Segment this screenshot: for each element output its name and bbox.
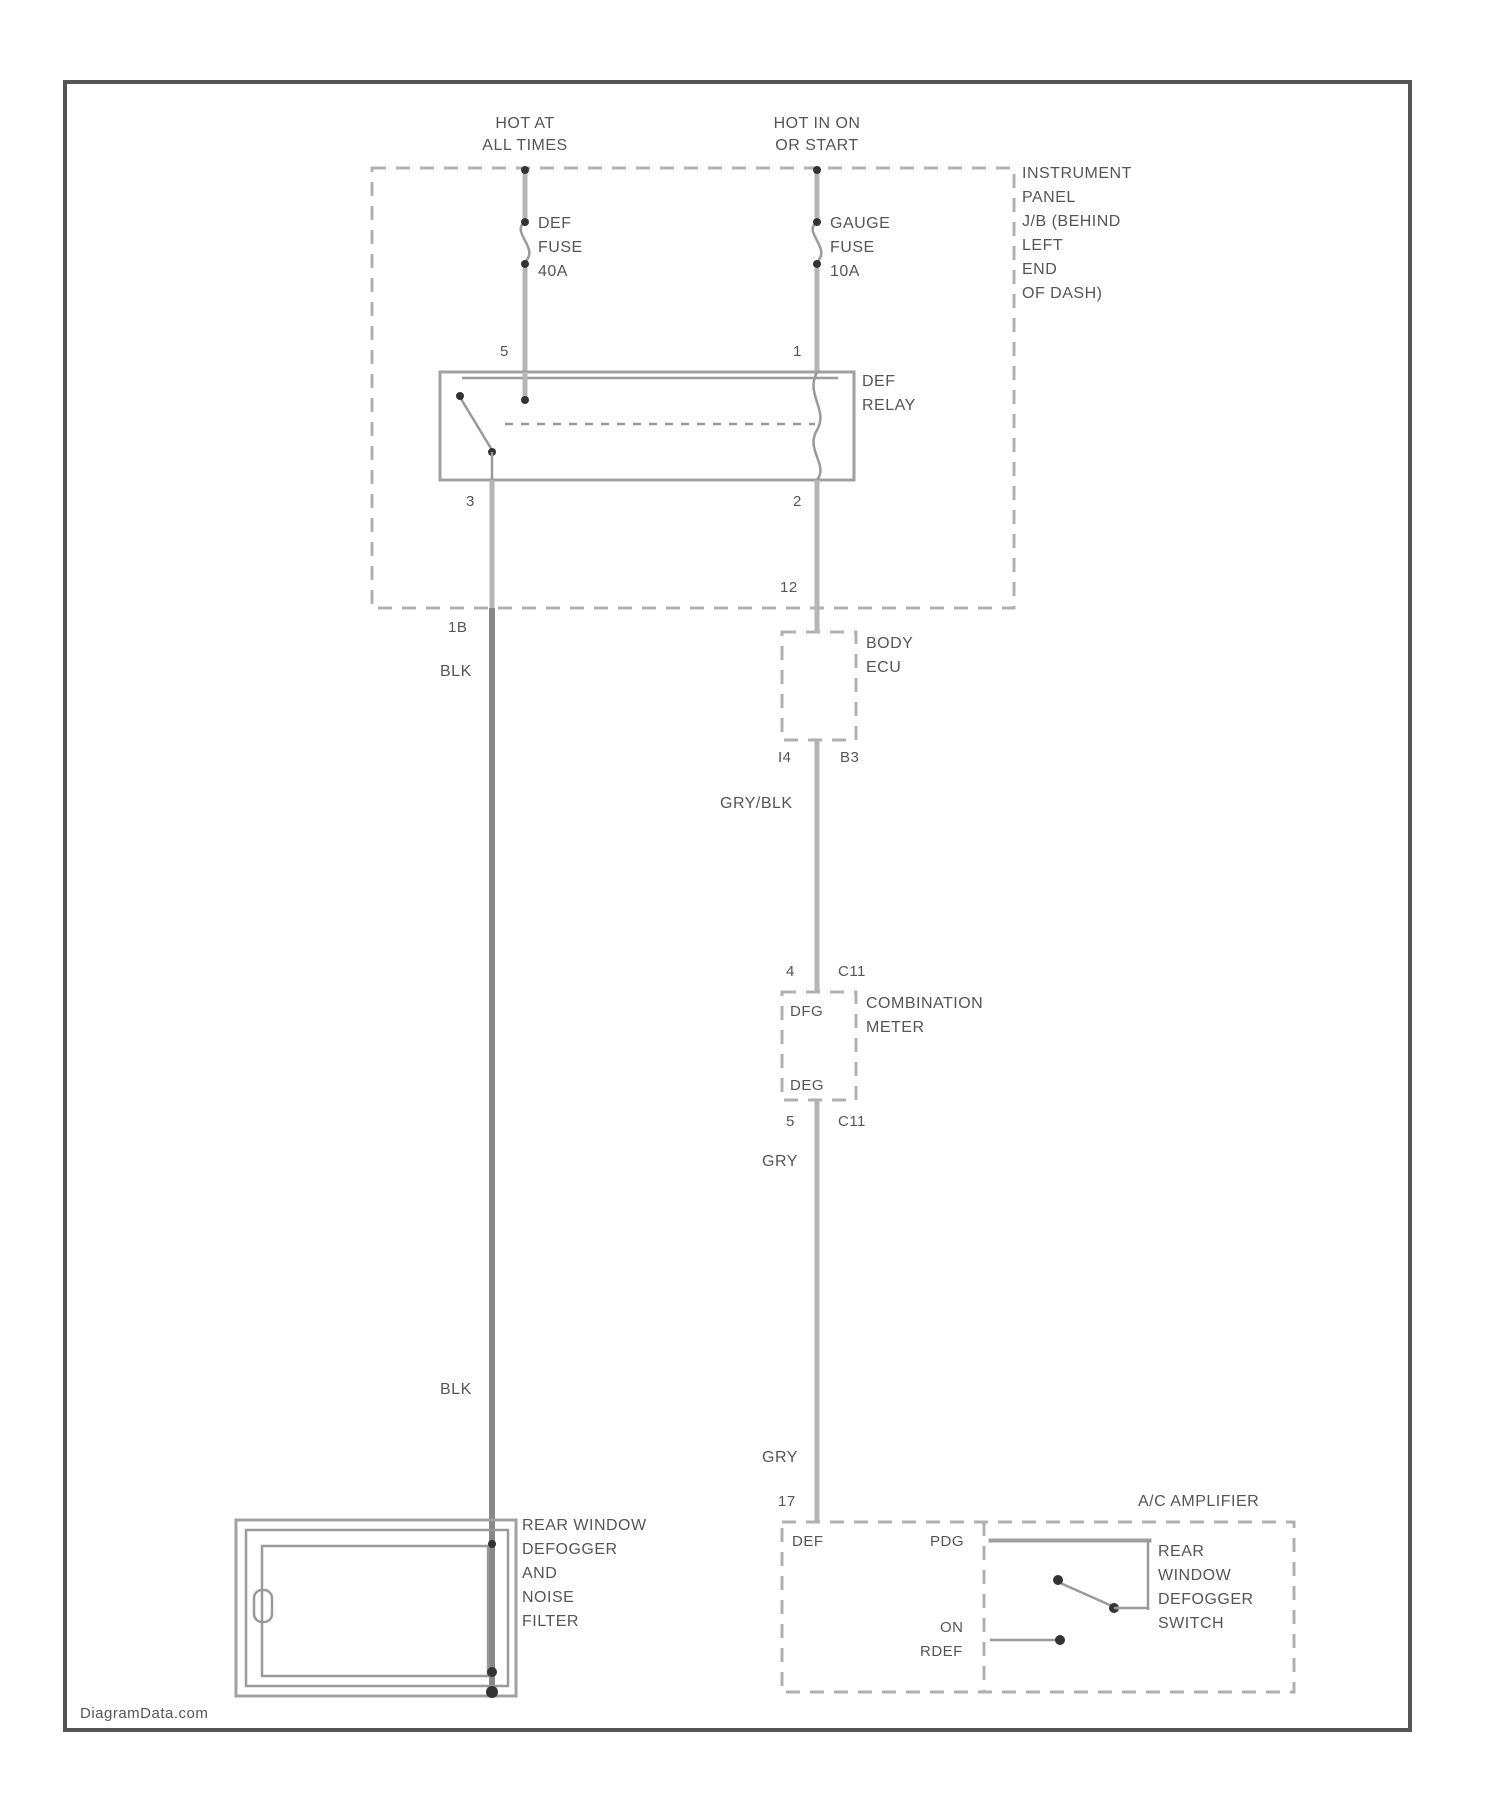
svg-text:END: END	[1022, 261, 1057, 278]
svg-text:INSTRUMENT: INSTRUMENT	[1022, 165, 1132, 182]
amp-pin-pdg: PDG	[930, 1533, 964, 1550]
svg-text:PANEL: PANEL	[1022, 189, 1076, 206]
svg-text:BODY: BODY	[866, 635, 913, 652]
svg-text:SWITCH: SWITCH	[1158, 1615, 1224, 1632]
switch-contact-on	[1055, 1635, 1065, 1645]
svg-text:ECU: ECU	[866, 659, 901, 676]
meter-pin-deg: DEG	[790, 1077, 824, 1094]
relay-pin-1: 1	[793, 343, 802, 360]
svg-text:METER: METER	[866, 1019, 925, 1036]
relay-pin-3: 3	[466, 493, 475, 510]
svg-text:NOISE: NOISE	[522, 1589, 574, 1606]
switch-contact-a	[1053, 1575, 1063, 1585]
svg-text:FUSE: FUSE	[830, 239, 875, 256]
svg-text:GAUGE: GAUGE	[830, 215, 890, 232]
hot-at-all-times-line2: ALL TIMES	[482, 137, 567, 154]
svg-text:RELAY: RELAY	[862, 397, 916, 414]
def-relay-box	[440, 372, 854, 480]
svg-text:FUSE: FUSE	[538, 239, 583, 256]
body-ecu-box	[782, 632, 856, 740]
svg-text:RDEF: RDEF	[920, 1643, 963, 1660]
rear-window-defogger-inner	[246, 1530, 508, 1686]
svg-text:REAR: REAR	[1158, 1543, 1204, 1560]
ground-node	[486, 1686, 498, 1698]
wire-label-blk-top: BLK	[440, 663, 472, 680]
svg-text:40A: 40A	[538, 263, 568, 280]
connector-1b: 1B	[448, 619, 467, 636]
svg-text:10A: 10A	[830, 263, 860, 280]
gauge-fuse-terminal-top	[813, 218, 821, 226]
rear-window-defogger-label: REAR WINDOW DEFOGGER AND NOISE FILTER	[522, 1517, 647, 1630]
meter-pin-dfg: DFG	[790, 1003, 823, 1020]
gauge-fuse-terminal-bottom	[813, 260, 821, 268]
svg-text:LEFT: LEFT	[1022, 237, 1063, 254]
amp-on-label: ON RDEF	[920, 1619, 964, 1660]
relay-switch-arm	[458, 394, 492, 450]
wire-label-gry-bottom: GRY	[762, 1449, 798, 1466]
def-fuse-terminal-top	[521, 218, 529, 226]
defogger-terminal-top	[488, 1540, 496, 1548]
hot-at-all-times-line1: HOT AT	[495, 115, 554, 132]
diagram-frame	[65, 82, 1410, 1730]
switch-top-line	[990, 1540, 1150, 1541]
relay-pin-5: 5	[500, 343, 509, 360]
def-fuse-symbol	[521, 222, 530, 262]
wire-label-blk-bottom: BLK	[440, 1381, 472, 1398]
svg-text:J/B (BEHIND: J/B (BEHIND	[1022, 213, 1121, 230]
gauge-fuse-label: GAUGE FUSE 10A	[830, 215, 890, 280]
connector-i4: I4	[778, 749, 792, 766]
svg-text:OF DASH): OF DASH)	[1022, 285, 1102, 302]
instrument-panel-jb-boundary	[372, 168, 1014, 608]
svg-text:WINDOW: WINDOW	[1158, 1567, 1232, 1584]
node-gauge-fuse-source	[813, 166, 821, 174]
svg-text:DEFOGGER: DEFOGGER	[522, 1541, 618, 1558]
instrument-panel-label: INSTRUMENT PANEL J/B (BEHIND LEFT END OF…	[1022, 165, 1132, 302]
gauge-fuse-symbol	[813, 222, 822, 262]
svg-text:AND: AND	[522, 1565, 557, 1582]
relay-contact-fixed	[521, 396, 529, 404]
svg-text:DEFOGGER: DEFOGGER	[1158, 1591, 1254, 1608]
svg-text:DEF: DEF	[538, 215, 572, 232]
connector-b3: B3	[840, 749, 859, 766]
hot-in-on-line2: OR START	[775, 137, 858, 154]
defogger-terminal-bottom	[487, 1667, 497, 1677]
footer-watermark: DiagramData.com	[80, 1705, 208, 1722]
relay-switch-pivot	[456, 392, 464, 400]
relay-pin-2: 2	[793, 493, 802, 510]
svg-text:FILTER: FILTER	[522, 1613, 579, 1630]
def-relay-label: DEF RELAY	[862, 373, 916, 414]
def-fuse-label: DEF FUSE 40A	[538, 215, 583, 280]
amp-pin-17: 17	[778, 1493, 796, 1510]
rear-window-switch-label: REAR WINDOW DEFOGGER SWITCH	[1158, 1543, 1254, 1632]
svg-text:ON: ON	[940, 1619, 964, 1636]
wire-label-gry-blk: GRY/BLK	[720, 795, 793, 812]
wire-label-gry-mid: GRY	[762, 1153, 798, 1170]
svg-text:REAR WINDOW: REAR WINDOW	[522, 1517, 647, 1534]
svg-text:DEF: DEF	[862, 373, 896, 390]
def-fuse-terminal-bottom	[521, 260, 529, 268]
meter-c11-top: C11	[838, 963, 866, 980]
rear-window-switch-arm	[1058, 1582, 1112, 1606]
node-def-fuse-source	[521, 166, 529, 174]
meter-pin-5: 5	[786, 1113, 795, 1130]
defogger-grid	[262, 1546, 488, 1676]
ac-amplifier-label: A/C AMPLIFIER	[1138, 1493, 1259, 1510]
combination-meter-label: COMBINATION METER	[866, 995, 983, 1036]
meter-pin-4: 4	[786, 963, 795, 980]
svg-text:COMBINATION: COMBINATION	[866, 995, 983, 1012]
hot-in-on-line1: HOT IN ON	[774, 115, 861, 132]
amp-pin-def: DEF	[792, 1533, 824, 1550]
body-ecu-label: BODY ECU	[866, 635, 913, 676]
connector-12: 12	[780, 579, 798, 596]
meter-c11-bottom: C11	[838, 1113, 866, 1130]
relay-coil	[814, 372, 821, 480]
